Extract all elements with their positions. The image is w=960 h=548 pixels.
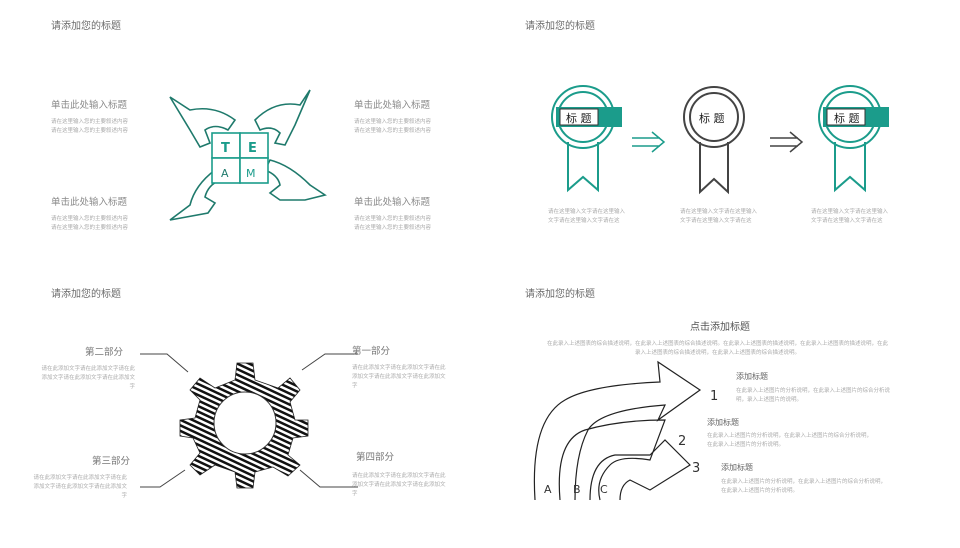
panel2-title: 请添加您的标题: [525, 21, 595, 32]
ribbon-badge-icon: [818, 85, 889, 193]
puzzle-letter: T: [221, 141, 230, 156]
puzzle-letter: A: [221, 167, 229, 180]
panel1-title: 请添加您的标题: [51, 21, 121, 32]
step-number: 3: [692, 461, 700, 476]
team-item-desc: 请在这里输入您的主要叙述内容 请在这里输入您的主要叙述内容: [354, 119, 432, 134]
step-heading[interactable]: 添加标题: [707, 418, 739, 427]
main-desc: 在此录入上述图表的综合描述说明，在此录入上述图表的综合描述说明。在此录入上述图表…: [546, 341, 888, 356]
step-number: 1: [710, 389, 718, 404]
part-desc: 请在此添加文字请在此添加文字请在此添加文字请在此添加文字请在此添加文字: [352, 473, 446, 497]
part-desc: 请在此添加文字请在此添加文字请在此添加文字请在此添加文字请在此添加文字: [352, 365, 446, 389]
ribbon-badge-icon: [551, 85, 622, 193]
part-heading[interactable]: 第二部分: [85, 347, 124, 358]
part-heading[interactable]: 第三部分: [92, 456, 131, 467]
team-item-heading[interactable]: 单击此处输入标题: [354, 100, 431, 111]
step-desc: 在此录入上述图片的分析说明，在此录入上述图片的综合分析说明，在此录入上述图片的分…: [721, 479, 887, 494]
panel4-title: 请添加您的标题: [525, 289, 595, 300]
badge-label: 标 题: [566, 112, 592, 125]
step-desc: 在此录入上述图片的分析说明，在此录入上述图片的综合分析说明，录入上述图片的说明。: [736, 388, 891, 403]
main-heading[interactable]: 点击添加标题: [690, 322, 750, 333]
part-heading[interactable]: 第一部分: [352, 346, 391, 357]
badge-desc: 请在这里输入文字请在这里输入文字请在这里输入文字请在这: [548, 209, 626, 224]
arrow-label: C: [600, 483, 608, 496]
part-desc: 请在此添加文字请在此添加文字请在此添加文字请在此添加文字请在此添加文字: [41, 366, 135, 390]
arrow-label: B: [573, 483, 581, 496]
badge-desc: 请在这里输入文字请在这里输入文字请在这里输入文字请在这: [811, 209, 889, 224]
step-desc: 在此录入上述图片的分析说明，在此录入上述图片的综合分析说明，在此录入上述图片的分…: [707, 433, 873, 448]
team-hands-puzzle-icon: T E A M: [169, 89, 327, 221]
team-item-desc: 请在这里输入您的主要叙述内容 请在这里输入您的主要叙述内容: [51, 216, 129, 231]
team-item-desc: 请在这里输入您的主要叙述内容 请在这里输入您的主要叙述内容: [354, 216, 432, 231]
arrow-right-icon: [770, 131, 804, 153]
team-item-heading[interactable]: 单击此处输入标题: [51, 197, 128, 208]
arrow-label: A: [544, 483, 552, 496]
puzzle-letter: M: [246, 167, 256, 180]
hand-drawn-arrows-icon: A B C 1 2 3: [533, 360, 718, 501]
badge-desc: 请在这里输入文字请在这里输入文字请在这里输入文字请在这: [680, 209, 758, 224]
panel3-title: 请添加您的标题: [51, 289, 121, 300]
part-desc: 请在此添加文字请在此添加文字请在此添加文字请在此添加文字请在此添加文字: [33, 475, 127, 499]
puzzle-letter: E: [248, 141, 257, 156]
step-heading[interactable]: 添加标题: [721, 463, 753, 472]
gear-icon: [140, 353, 358, 489]
team-item-desc: 请在这里输入您的主要叙述内容 请在这里输入您的主要叙述内容: [51, 119, 129, 134]
arrow-right-icon: [632, 131, 666, 153]
part-heading[interactable]: 第四部分: [356, 452, 395, 463]
step-heading[interactable]: 添加标题: [736, 372, 768, 381]
team-item-heading[interactable]: 单击此处输入标题: [354, 197, 431, 208]
ribbon-badge-icon: [683, 86, 745, 195]
badge-label: 标 题: [699, 112, 725, 125]
team-item-heading[interactable]: 单击此处输入标题: [51, 100, 128, 111]
badge-label: 标 题: [834, 112, 860, 125]
step-number: 2: [678, 434, 686, 449]
